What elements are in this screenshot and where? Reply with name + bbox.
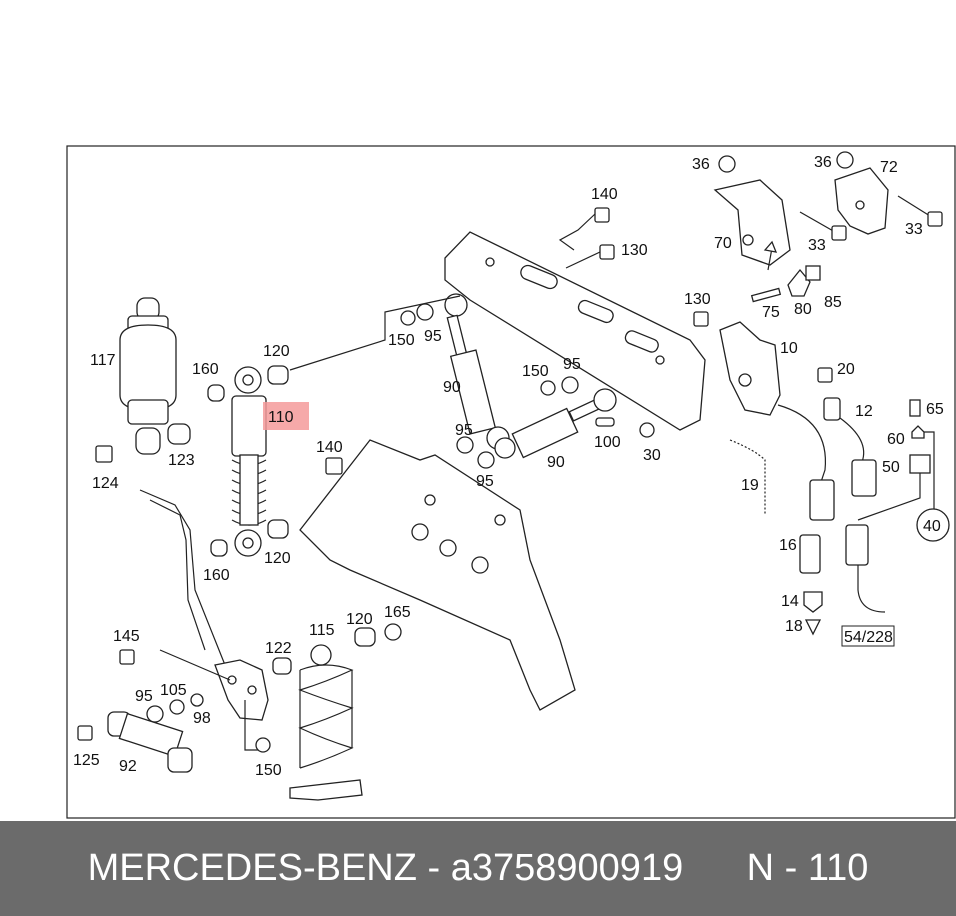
footer-text: MERCEDES-BENZ - a3758900919 N - 110 [0, 821, 956, 916]
callout-95: 95 [476, 473, 494, 490]
callout-160: 160 [192, 361, 219, 378]
callout-122: 122 [265, 640, 292, 657]
highlight-label: 110 [268, 409, 294, 426]
callout-130: 130 [621, 242, 648, 259]
callout-120: 120 [346, 611, 373, 628]
highlight-box [263, 402, 309, 430]
callout-95: 95 [563, 356, 581, 373]
ref-prefix: N [746, 847, 775, 889]
bracket-72 [834, 167, 889, 235]
callout-123: 123 [168, 452, 195, 469]
callout-40: 40 [923, 518, 941, 535]
callout-36: 36 [814, 154, 832, 171]
leader-lines [159, 213, 601, 751]
shock-absorber-110[interactable] [231, 366, 267, 557]
callout-92: 92 [119, 758, 137, 775]
bushings [167, 365, 289, 557]
ref-number: 110 [807, 847, 869, 889]
callout-165: 165 [384, 604, 411, 621]
callout-14: 14 [781, 593, 799, 610]
callout-130: 130 [684, 291, 711, 308]
callout-30: 30 [643, 447, 661, 464]
brand-separator: - [427, 847, 441, 889]
sensor-12-harness [777, 397, 877, 521]
callout-95: 95 [135, 688, 153, 705]
misc-bolts [77, 207, 833, 753]
callout-70: 70 [714, 235, 732, 252]
callout-125: 125 [73, 752, 100, 769]
callout-75: 75 [762, 304, 780, 321]
air-spring-117 [119, 297, 177, 455]
lower-lever [139, 489, 269, 721]
frame-rail [444, 231, 706, 431]
callout-50: 50 [882, 459, 900, 476]
callout-33: 33 [905, 221, 923, 238]
callout-145: 145 [113, 628, 140, 645]
cab-latch-10 [719, 321, 781, 416]
callout-160: 160 [203, 567, 230, 584]
footer-bar: MERCEDES-BENZ - a3758900919 N - 110 [0, 821, 956, 916]
callout-140: 140 [591, 186, 618, 203]
callout-65: 65 [926, 401, 944, 418]
connectors [799, 399, 950, 636]
callout-124: 124 [92, 475, 119, 492]
callout-150: 150 [388, 332, 415, 349]
callout-150: 150 [255, 762, 282, 779]
damper-90-lower [494, 388, 617, 459]
damper-92 [107, 711, 193, 773]
callout-85: 85 [824, 294, 842, 311]
callout-80: 80 [794, 301, 812, 318]
callout-33: 33 [808, 237, 826, 254]
cab-bracket [299, 439, 576, 711]
callout-90: 90 [547, 454, 565, 471]
callout-100: 100 [594, 434, 621, 451]
ref-separator: - [784, 847, 798, 889]
callout-labels: 36 36 72 140 130 70 33 33 75 80 85 130 1… [73, 154, 944, 779]
bolts-33 [799, 195, 943, 241]
callout-150: 150 [522, 363, 549, 380]
callout-120: 120 [264, 550, 291, 567]
cable-19 [729, 439, 766, 515]
coil-spring-115 [289, 644, 363, 801]
callout-90: 90 [443, 379, 461, 396]
callout-36: 36 [692, 156, 710, 173]
callout-16: 16 [779, 537, 797, 554]
callout-95: 95 [424, 328, 442, 345]
pin-75-clip-80-85 [750, 265, 821, 303]
callout-54-228: 54/228 [844, 629, 893, 646]
callout-95: 95 [455, 422, 473, 439]
callout-54-box [841, 625, 895, 647]
callout-115: 115 [309, 622, 335, 639]
washers-36 [718, 151, 854, 173]
diagram-frame [66, 145, 956, 819]
callout-117: 117 [90, 352, 116, 369]
callout-105: 105 [160, 682, 187, 699]
callout-19: 19 [741, 477, 759, 494]
callout-18: 18 [785, 618, 803, 635]
callout-72: 72 [880, 159, 898, 176]
callout-10: 10 [780, 340, 798, 357]
callout-60: 60 [887, 431, 905, 448]
callout-98: 98 [193, 710, 211, 727]
callout-20: 20 [837, 361, 855, 378]
bracket-70 [713, 179, 791, 271]
part-number: a3758900919 [450, 847, 684, 889]
callout-120: 120 [263, 343, 290, 360]
brand-label: MERCEDES-BENZ [87, 847, 417, 889]
callout-12: 12 [855, 403, 873, 420]
callout-140: 140 [316, 439, 343, 456]
